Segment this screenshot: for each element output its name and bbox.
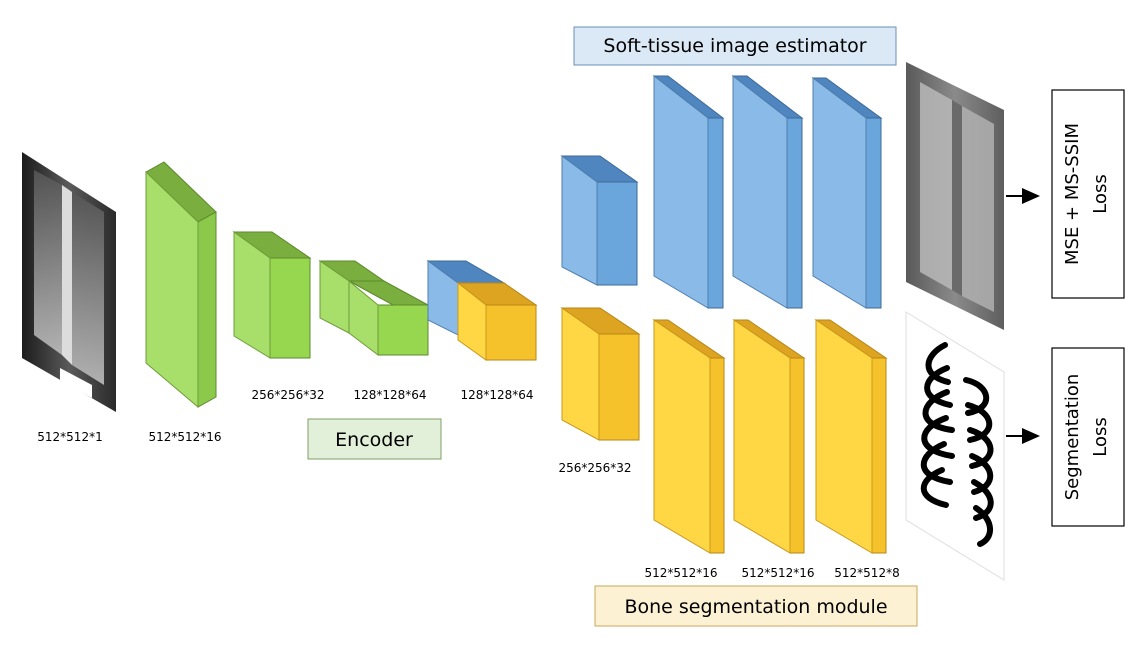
input-xray-image	[22, 152, 116, 412]
segmentation-loss-label-line1: Segmentation	[1062, 374, 1083, 501]
bone-segmentation-label-box: Bone segmentation module	[594, 585, 918, 627]
block-front-face	[561, 155, 598, 286]
dim-enc4: 128*128*64	[460, 388, 533, 402]
encoder-block-3	[318, 260, 429, 357]
block-side-face	[709, 357, 725, 554]
block-front-face	[732, 74, 788, 309]
block-front-face	[561, 307, 600, 441]
soft-tissue-block-1	[560, 155, 639, 286]
dim-enc1: 512*512*16	[148, 430, 221, 444]
segmentation-loss-label-line2: Loss	[1090, 417, 1111, 456]
soft-tissue-estimator-label: Soft-tissue image estimator	[603, 35, 866, 57]
block-front-face	[653, 319, 711, 554]
encoder-block-2	[232, 231, 312, 359]
block-side-face	[485, 304, 537, 361]
block-side-face	[596, 181, 638, 286]
block-side-face	[865, 117, 882, 309]
encoder-label: Encoder	[335, 429, 413, 451]
dim-dec2: 512*512*16	[644, 566, 717, 580]
dim-dec4: 512*512*8	[834, 566, 899, 580]
block-side-face	[786, 117, 803, 309]
block-side-face	[598, 333, 640, 441]
encoder-block-4	[426, 260, 538, 361]
block-side-face	[197, 211, 217, 408]
bone-segmentation-label: Bone segmentation module	[624, 596, 887, 618]
soft-tissue-block-3	[731, 74, 804, 309]
soft-tissue-loss-label-line1: MSE + MS-SSIM	[1062, 123, 1083, 265]
block-side-face	[377, 304, 429, 356]
dim-dec3: 512*512*16	[741, 566, 814, 580]
segmentation-loss-box: Segmentation Loss	[1051, 347, 1125, 527]
bone-segmentation-block-4	[814, 319, 888, 554]
block-side-face	[871, 357, 887, 554]
soft-tissue-block-4	[811, 76, 883, 309]
block-side-face	[707, 117, 724, 309]
block-side-face	[269, 257, 311, 359]
dim-enc2: 256*256*32	[251, 388, 324, 402]
dim-dec1: 256*256*32	[558, 461, 631, 475]
block-front-face	[233, 231, 271, 359]
soft-tissue-block-2	[652, 74, 725, 309]
block-front-face	[348, 279, 379, 357]
soft-tissue-loss-label-line2: Loss	[1090, 174, 1111, 213]
block-front-face	[812, 76, 867, 309]
block-front-face	[733, 319, 791, 554]
dim-input: 512*512*1	[37, 430, 102, 444]
encoder-label-box: Encoder	[307, 418, 442, 460]
block-front-face	[653, 74, 709, 309]
bone-segmentation-block-2	[652, 319, 726, 554]
bone-segmentation-block-1	[560, 307, 641, 441]
block-front-face	[457, 281, 487, 361]
soft-tissue-output-image	[906, 62, 1004, 330]
soft-tissue-loss-box: MSE + MS-SSIM Loss	[1051, 89, 1125, 299]
bone-segmentation-block-3	[732, 319, 806, 554]
block-front-face	[815, 319, 873, 554]
block-front-face	[145, 170, 199, 409]
block-side-face	[789, 357, 805, 554]
bone-segmentation-output-image	[905, 311, 1005, 581]
encoder-block-1	[145, 161, 217, 409]
soft-tissue-estimator-label-box: Soft-tissue image estimator	[573, 26, 897, 66]
dim-enc3: 128*128*64	[353, 388, 426, 402]
